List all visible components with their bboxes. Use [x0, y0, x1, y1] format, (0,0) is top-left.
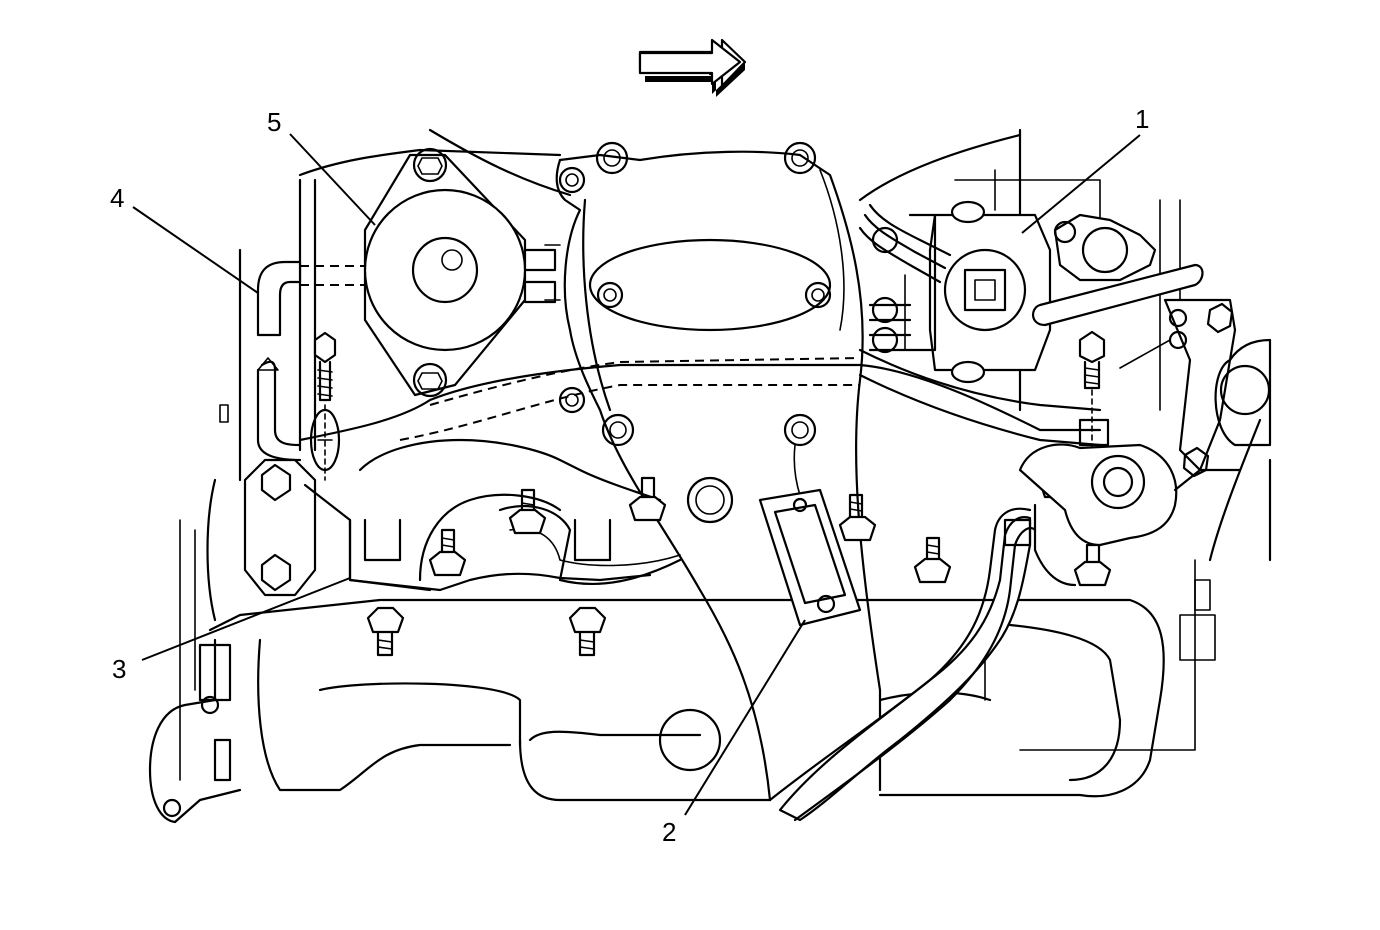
left-bolt: [309, 331, 341, 481]
front-cover: [555, 141, 882, 802]
leader-4: [132, 206, 259, 294]
egr-valve: [858, 200, 1204, 384]
callout-label-3: 3: [112, 654, 126, 684]
leader-1: [1021, 134, 1141, 234]
coolant-hose: [768, 507, 1037, 822]
engine-block-outline: [179, 128, 1272, 781]
left-bracket: [243, 458, 432, 597]
heat-shield-plate: [758, 488, 862, 627]
callout-label-4: 4: [110, 183, 124, 213]
callout-label-1: 1: [1135, 104, 1149, 134]
leader-5: [289, 133, 376, 226]
vacuum-hose: [256, 260, 365, 462]
callout-leaders: [132, 133, 1141, 816]
direction-arrow-icon: [638, 38, 747, 97]
lower-exhaust-manifold: [148, 598, 1165, 824]
vacuum-regulator: [363, 147, 561, 398]
leader-3: [141, 577, 351, 661]
callout-label-5: 5: [267, 107, 281, 137]
leader-2: [684, 619, 806, 816]
exhaust-manifold-gasket: [348, 438, 682, 592]
callout-label-2: 2: [662, 817, 676, 847]
right-flange: [1018, 443, 1242, 587]
right-bracket: [1119, 298, 1272, 661]
egr-pipe: [298, 348, 1102, 447]
